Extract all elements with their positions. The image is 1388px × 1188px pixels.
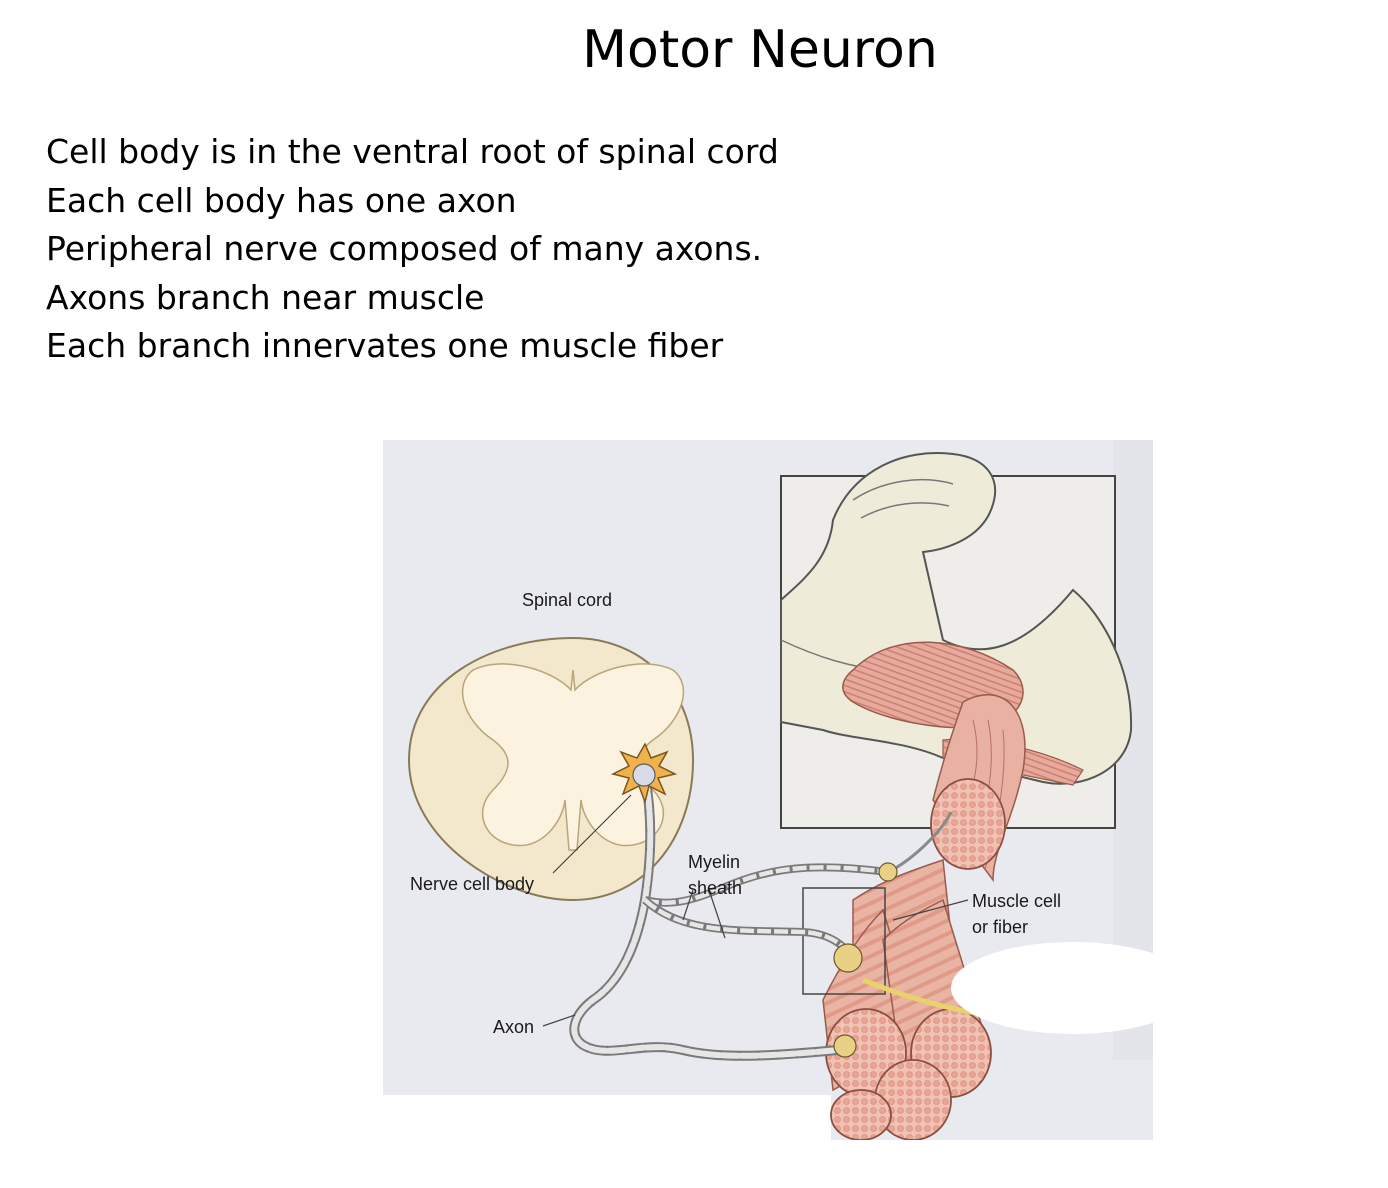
junction-inset-box [802,887,886,995]
figure-bottom-margin [383,1095,831,1140]
label-nerve-cell-body: Nerve cell body [410,874,534,894]
label-leaders [542,794,969,1027]
label-muscle-cell-line1: Muscle cell [972,891,1061,911]
label-mask [951,942,1153,1034]
page-title: Motor Neuron [582,20,938,80]
bullet-list: Cell body is in the ventral root of spin… [46,128,779,371]
label-axon: Axon [493,1017,534,1037]
fascicle-cross-section [930,778,1006,870]
label-spinal-cord: Spinal cord [522,590,612,610]
bullet-item: Cell body is in the ventral root of spin… [46,132,779,171]
myelin-branch-middle [643,898,850,954]
nerve-cell-body [610,742,678,805]
bullet-item: Each cell body has one axon [46,180,517,220]
spinal-cord [407,636,695,902]
bullet-item: Each branch innervates one muscle fiber [46,326,724,365]
label-muscle-cell-line2: or fiber [972,917,1028,937]
bullet-item: Peripheral nerve composed of many axons. [46,229,763,268]
motor-end-plate [833,862,898,1058]
motor-neuron-diagram: Spinal cord Nerve cell body Myelin sheat… [383,440,1153,1140]
label-myelin-sheath-line1: Myelin [688,852,740,872]
motor-neuron-figure: Spinal cord Nerve cell body Myelin sheat… [383,440,1153,1140]
myelin-branch-upper [644,865,889,905]
bullet-item: Axons branch near muscle [46,277,485,317]
label-myelin-sheath-line2: sheath [688,878,742,898]
myelin-sheath [571,772,841,1059]
